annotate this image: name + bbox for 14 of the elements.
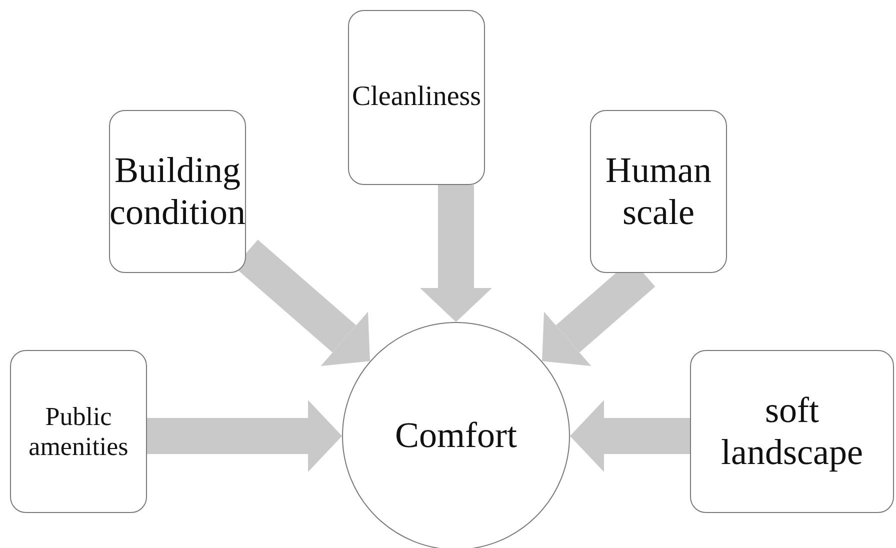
block-arrow: [570, 400, 690, 472]
node-label: Comfort: [394, 415, 518, 457]
node-label: soft landscape: [720, 390, 864, 473]
rounded-box: [690, 350, 894, 513]
rounded-box: [10, 350, 147, 513]
rounded-box: [590, 110, 727, 273]
rounded-box: [109, 110, 246, 273]
node-label: Public amenities: [28, 402, 130, 462]
node-label: Building condition: [108, 150, 246, 233]
block-arrow: [147, 400, 342, 472]
rounded-box: [348, 10, 485, 185]
node-label: Human scale: [604, 150, 712, 233]
node-label: Cleanliness: [350, 81, 482, 114]
block-arrow: [420, 185, 492, 322]
